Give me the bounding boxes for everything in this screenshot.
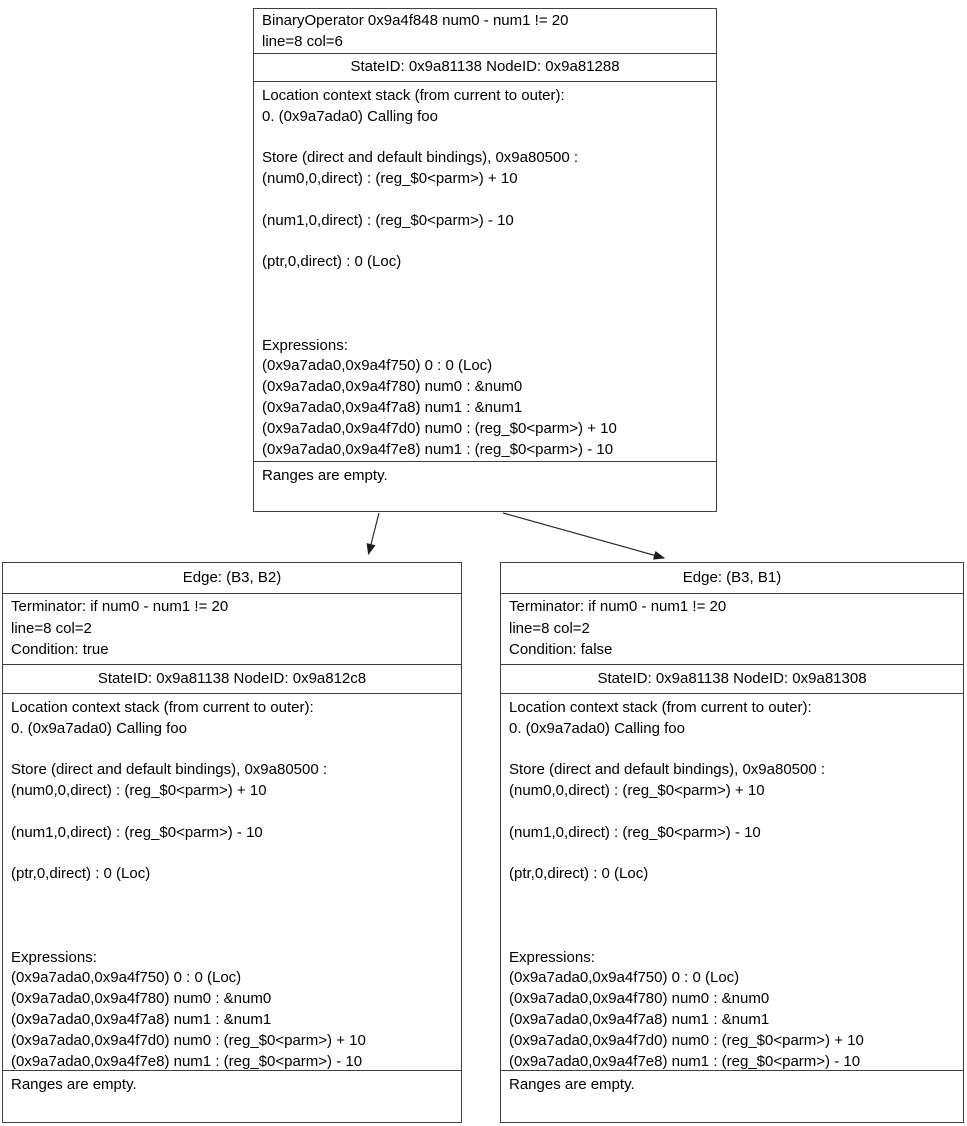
state-id-row: StateID: 0x9a81138 NodeID: 0x9a81308 xyxy=(501,664,963,693)
terminator-row: Terminator: if num0 - num1 != 20 line=8 … xyxy=(3,593,461,664)
edge-arrow-to-b1 xyxy=(502,512,666,560)
state-id-row: StateID: 0x9a81138 NodeID: 0x9a81288 xyxy=(254,53,716,81)
node-binary-operator: BinaryOperator 0x9a4f848 num0 - num1 != … xyxy=(253,8,717,512)
node-edge-b3-b1: Edge: (B3, B1) Terminator: if num0 - num… xyxy=(500,562,964,1123)
node-edge-b3-b2: Edge: (B3, B2) Terminator: if num0 - num… xyxy=(2,562,462,1123)
node-body: Location context stack (from current to … xyxy=(254,81,716,461)
node-body: Location context stack (from current to … xyxy=(3,693,461,1070)
edge-title: Edge: (B3, B2) xyxy=(182,568,282,586)
edge-arrow-to-b2 xyxy=(366,512,380,556)
node-body: Location context stack (from current to … xyxy=(501,693,963,1070)
terminator-row: Terminator: if num0 - num1 != 20 line=8 … xyxy=(501,593,963,664)
state-id-row: StateID: 0x9a81138 NodeID: 0x9a812c8 xyxy=(3,664,461,693)
ranges-row: Ranges are empty. xyxy=(501,1070,963,1122)
node-title: BinaryOperator 0x9a4f848 num0 - num1 != … xyxy=(262,12,569,50)
ranges-row: Ranges are empty. xyxy=(3,1070,461,1122)
edge-title: Edge: (B3, B1) xyxy=(682,568,782,586)
ranges-row: Ranges are empty. xyxy=(254,461,716,511)
